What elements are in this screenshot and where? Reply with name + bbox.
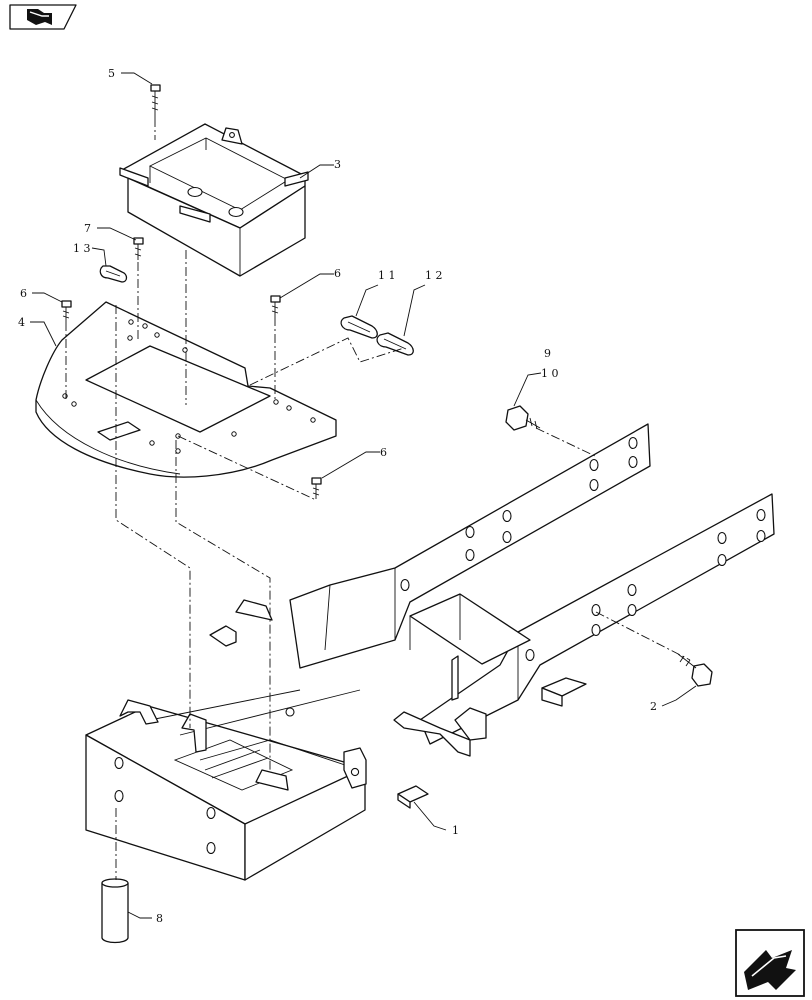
callout-2: 2: [650, 700, 657, 713]
frame: [85, 423, 775, 881]
battery-tray: [119, 123, 309, 277]
callout-7: 7: [84, 222, 91, 235]
bolt-10: [505, 405, 541, 431]
callout-9: 9: [544, 347, 551, 360]
pin: [101, 878, 129, 944]
callout-6-lower: 6: [380, 446, 387, 459]
callout-12: 1 2: [425, 269, 443, 282]
callout-3: 3: [334, 158, 341, 171]
callout-4: 4: [18, 316, 25, 329]
bolt-7: [133, 237, 144, 260]
clip-13: [99, 265, 128, 283]
leader-lines: [30, 72, 697, 919]
callout-11: 1 1: [378, 269, 396, 282]
callout-labels: 5 3 7 1 3 6 6 4 1 1 1 2 9 1 0 6 2 1 8: [18, 67, 657, 925]
callout-6-left: 6: [20, 287, 27, 300]
callout-5: 5: [108, 67, 115, 80]
clip-11: [340, 315, 378, 339]
navigate-arrow-icon[interactable]: [735, 929, 805, 997]
callout-10: 1 0: [541, 367, 559, 380]
bolt-2: [677, 653, 713, 687]
bolt-6-left: [61, 300, 72, 322]
bolt-6-lower: [311, 477, 322, 499]
callout-13: 1 3: [73, 242, 91, 255]
book-return-icon[interactable]: [9, 4, 77, 30]
callout-6-upper: 6: [334, 267, 341, 280]
bolt-6-upper: [270, 295, 281, 317]
callout-8: 8: [156, 912, 163, 925]
bolt-5: [150, 84, 161, 118]
clip-12: [376, 332, 414, 356]
centerlines: [65, 118, 691, 880]
callout-1: 1: [452, 824, 459, 837]
